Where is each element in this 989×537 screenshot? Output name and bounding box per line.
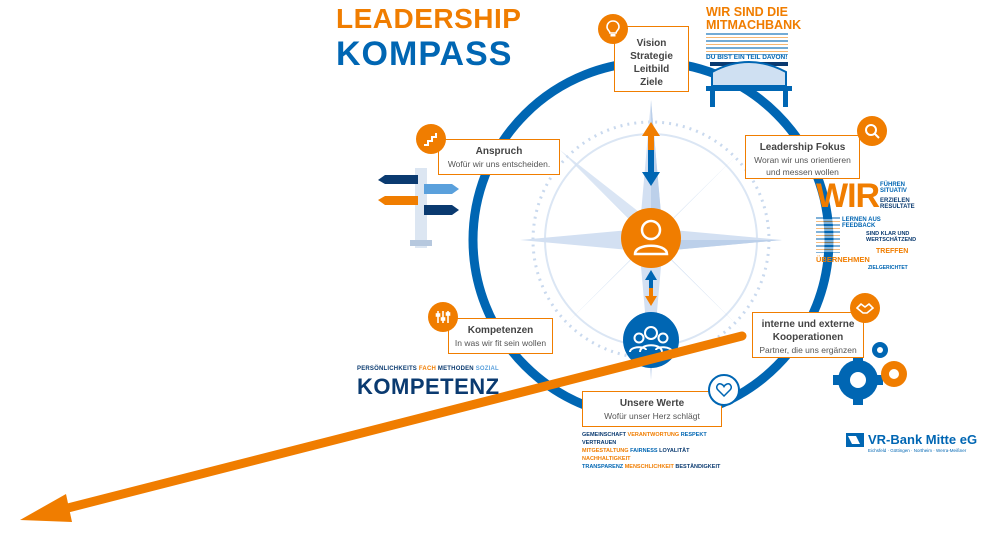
bank-name: VR-Bank Mitte eG xyxy=(868,432,978,447)
vision-line-4: Ziele xyxy=(640,77,663,88)
kooperationen-card: interne und externe Kooperationen Partne… xyxy=(752,312,864,358)
vision-line-2: Strategie xyxy=(630,51,673,62)
werte-card: Unsere Werte Wofür unser Herz schlägt xyxy=(582,391,722,427)
werte-word: RESPEKT xyxy=(680,432,707,438)
compass-star-main xyxy=(520,100,782,380)
kooperationen-sub: Partner, die uns ergänzen xyxy=(759,345,857,355)
leadership-fokus-sub-1: Woran wir uns orientieren xyxy=(754,155,851,165)
werte-word: MENSCHLICHKEIT xyxy=(624,464,674,470)
kompetenzen-card: Kompetenzen In was wir fit sein wollen xyxy=(448,318,553,354)
vision-card: Vision Strategie Leitbild Ziele xyxy=(614,26,689,92)
title-line-1: LEADERSHIP xyxy=(336,3,522,34)
kompetenz-big: KOMPETENZ xyxy=(357,374,500,399)
anspruch-heading: Anspruch xyxy=(475,146,523,157)
wir-word-5: TREFFEN xyxy=(876,248,909,255)
leadership-fokus-card: Leadership Fokus Woran wir uns orientier… xyxy=(745,135,860,179)
wir-word-3: LERNEN AUS FEEDBACK xyxy=(842,217,881,230)
bank-logo-mark xyxy=(846,433,864,447)
werte-word-cloud: GEMEINSCHAFT VERANTWORTUNG RESPEKT VERTR… xyxy=(582,431,732,471)
gears-illustration xyxy=(833,342,907,405)
werte-heading: Unsere Werte xyxy=(619,398,685,409)
werte-word: GEMEINSCHAFT xyxy=(582,432,626,438)
werte-word: MITGESTALTUNG xyxy=(582,448,629,454)
wir-word-1: FÜHREN SITUATIV xyxy=(880,182,907,195)
werte-word: FAIRNESS xyxy=(630,448,658,454)
vision-line-1: Vision xyxy=(636,38,667,49)
werte-word: LOYALITÄT xyxy=(659,448,690,454)
person-icon xyxy=(633,219,669,256)
mitmachbank-line-1: WIR SIND DIE xyxy=(706,5,788,19)
werte-word: BESTÄNDIGKEIT xyxy=(675,464,721,470)
anspruch-sub: Wofür wir uns entscheiden. xyxy=(447,159,551,169)
anspruch-card: Anspruch Wofür wir uns entscheiden. xyxy=(438,139,560,175)
magnifier-icon xyxy=(857,116,887,146)
handshake-icon xyxy=(850,293,880,323)
sliders-icon xyxy=(428,302,458,332)
title-line-2: KOMPASS xyxy=(336,35,513,73)
leadership-fokus-heading: Leadership Fokus xyxy=(759,142,846,153)
wir-word-7: ZIELGERICHTET xyxy=(868,265,908,271)
wir-word-6: ÜBERNEHMEN xyxy=(816,255,870,264)
signpost-illustration xyxy=(378,168,459,248)
stairs-icon xyxy=(416,124,446,154)
werte-word: VERANTWORTUNG xyxy=(627,432,680,438)
wir-word-2: ERZIELEN RESULTATE xyxy=(880,198,915,211)
mitmachbank-line-2: MITMACHBANK xyxy=(706,18,802,32)
double-arrow-top xyxy=(642,122,660,186)
vision-line-3: Leitbild xyxy=(633,64,670,75)
wir-word-4: SIND KLAR UND WERTSCHÄTZEND xyxy=(866,231,917,243)
double-arrow-bottom xyxy=(645,270,657,306)
wir-word-cloud-fill xyxy=(816,217,840,253)
lightbulb-icon xyxy=(598,14,628,44)
kompetenz-word-2: FACH xyxy=(418,366,437,372)
wir-big: WIR xyxy=(816,177,880,215)
bench-illustration xyxy=(706,61,792,107)
leadership-fokus-sub-2: und messen wollen xyxy=(766,167,839,177)
kompetenzen-heading: Kompetenzen xyxy=(467,325,534,336)
kompetenzen-sub: In was wir fit sein wollen xyxy=(454,338,547,348)
kompetenz-word-4: SOZIAL xyxy=(475,366,499,372)
kompetenz-word-3: METHODEN xyxy=(437,366,474,372)
kooperationen-heading-2: Kooperationen xyxy=(772,332,844,343)
bank-subtitle: Eichsfeld · Göttingen · Northeim · Werra… xyxy=(868,448,967,453)
kompetenz-word-1: PERSÖNLICHKEITS xyxy=(357,366,418,372)
heart-icon xyxy=(708,374,740,406)
werte-word: TRANSPARENZ xyxy=(582,464,624,470)
werte-word: NACHHALTIGKEIT xyxy=(582,456,631,462)
werte-sub: Wofür unser Herz schlägt xyxy=(604,411,700,421)
big-orange-arrow xyxy=(20,331,747,522)
kompetenz-small-words: PERSÖNLICHKEITS FACH METHODEN SOZIAL xyxy=(357,366,499,372)
werte-word: VERTRAUEN xyxy=(582,440,617,446)
mitmachbank-footer: DU BIST EIN TEIL DAVON! xyxy=(706,54,788,61)
kooperationen-heading-1: interne und externe xyxy=(761,319,855,330)
mitmachbank-word-cloud xyxy=(706,33,788,55)
